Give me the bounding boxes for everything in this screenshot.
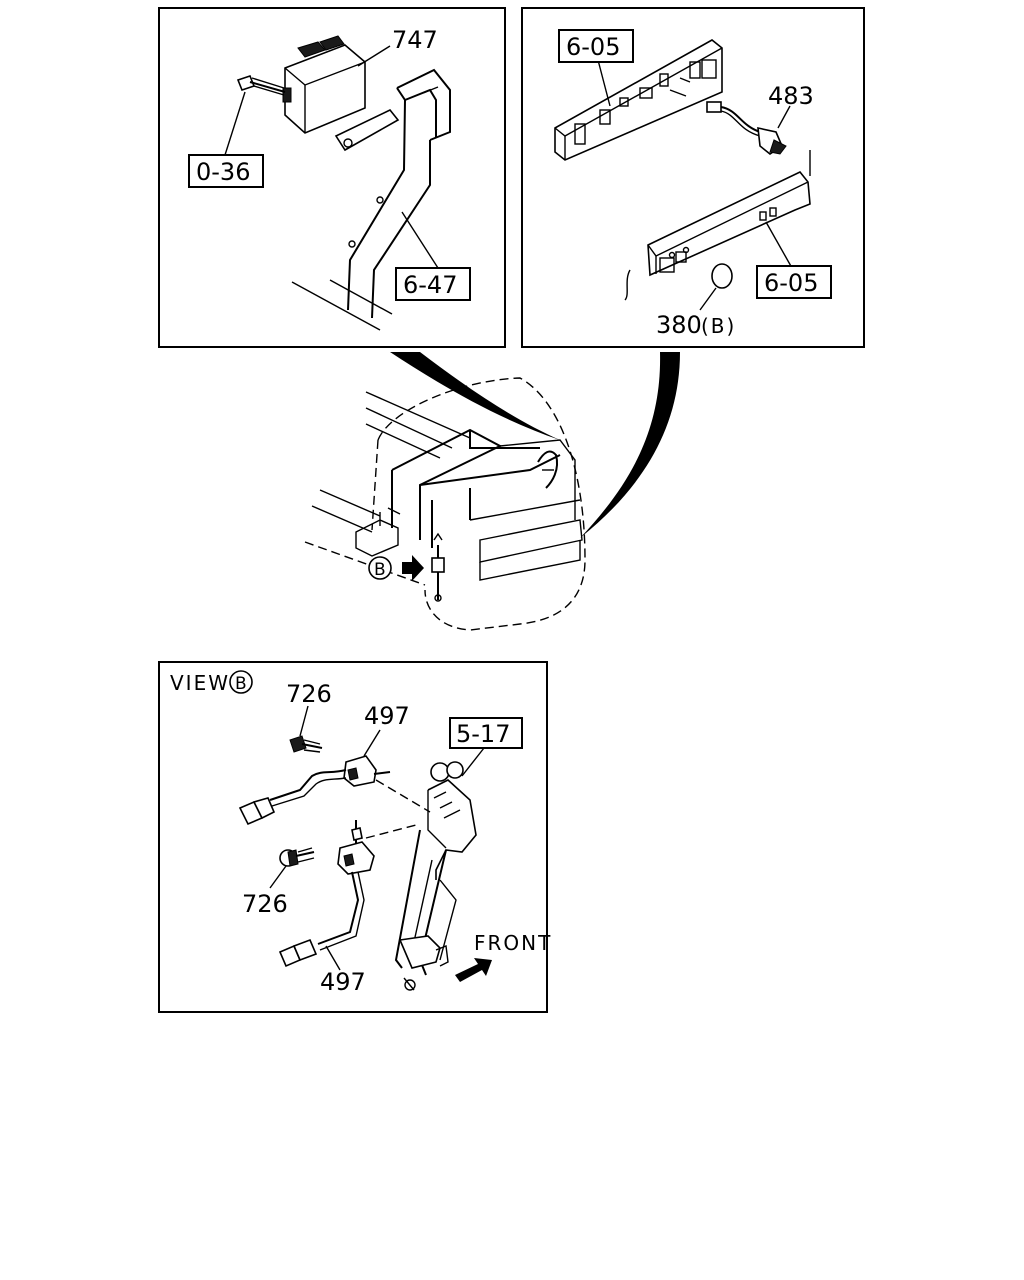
bolt-726-upper-icon: [289, 735, 323, 753]
cross-member-upper-icon: [554, 39, 723, 161]
front-arrow-icon: [455, 958, 492, 982]
panel-top-left: 747 0-36 6-47: [158, 7, 506, 348]
callout-arrow-left: [390, 352, 560, 440]
panel-top-right: 6-05 483 6-05 380 (B): [521, 7, 865, 348]
front-label: FRONT: [474, 931, 552, 955]
view-b-arrow-icon: [402, 555, 424, 581]
ref-box-5-17: 5-17: [456, 720, 510, 748]
callout-arrow-right: [580, 352, 680, 538]
switch-497-upper-icon: [238, 755, 431, 826]
module-747-icon: [282, 35, 366, 134]
bolt-0-36-icon: [236, 75, 286, 96]
view-b-title: VIEW: [170, 671, 230, 695]
label-497-upper: 497: [364, 702, 410, 730]
view-b-title-marker: B: [235, 674, 247, 694]
label-726-upper: 726: [286, 680, 332, 708]
bracket-5-17-icon: [394, 761, 477, 991]
ref-box-6-05-upper: 6-05: [566, 33, 620, 61]
ref-box-6-05-lower: 6-05: [764, 269, 818, 297]
sensor-483-icon: [706, 101, 787, 155]
panel-view-b: VIEW B: [158, 661, 552, 1013]
plug-380-icon: [711, 263, 733, 289]
view-marker-b: B: [374, 560, 386, 580]
ref-box-6-47: 6-47: [403, 271, 457, 299]
label-726-lower: 726: [242, 890, 288, 918]
label-747: 747: [392, 26, 438, 54]
switch-497-lower-icon: [278, 820, 421, 968]
label-497-lower: 497: [320, 968, 366, 996]
label-380-suffix: (B): [701, 314, 736, 338]
ref-box-0-36: 0-36: [196, 158, 250, 186]
truck-front-view: B: [304, 377, 586, 631]
label-380: 380: [656, 311, 702, 339]
label-483: 483: [768, 82, 814, 110]
bolt-726-lower-icon: [279, 847, 315, 867]
frame-member-lower-icon: [624, 150, 811, 301]
